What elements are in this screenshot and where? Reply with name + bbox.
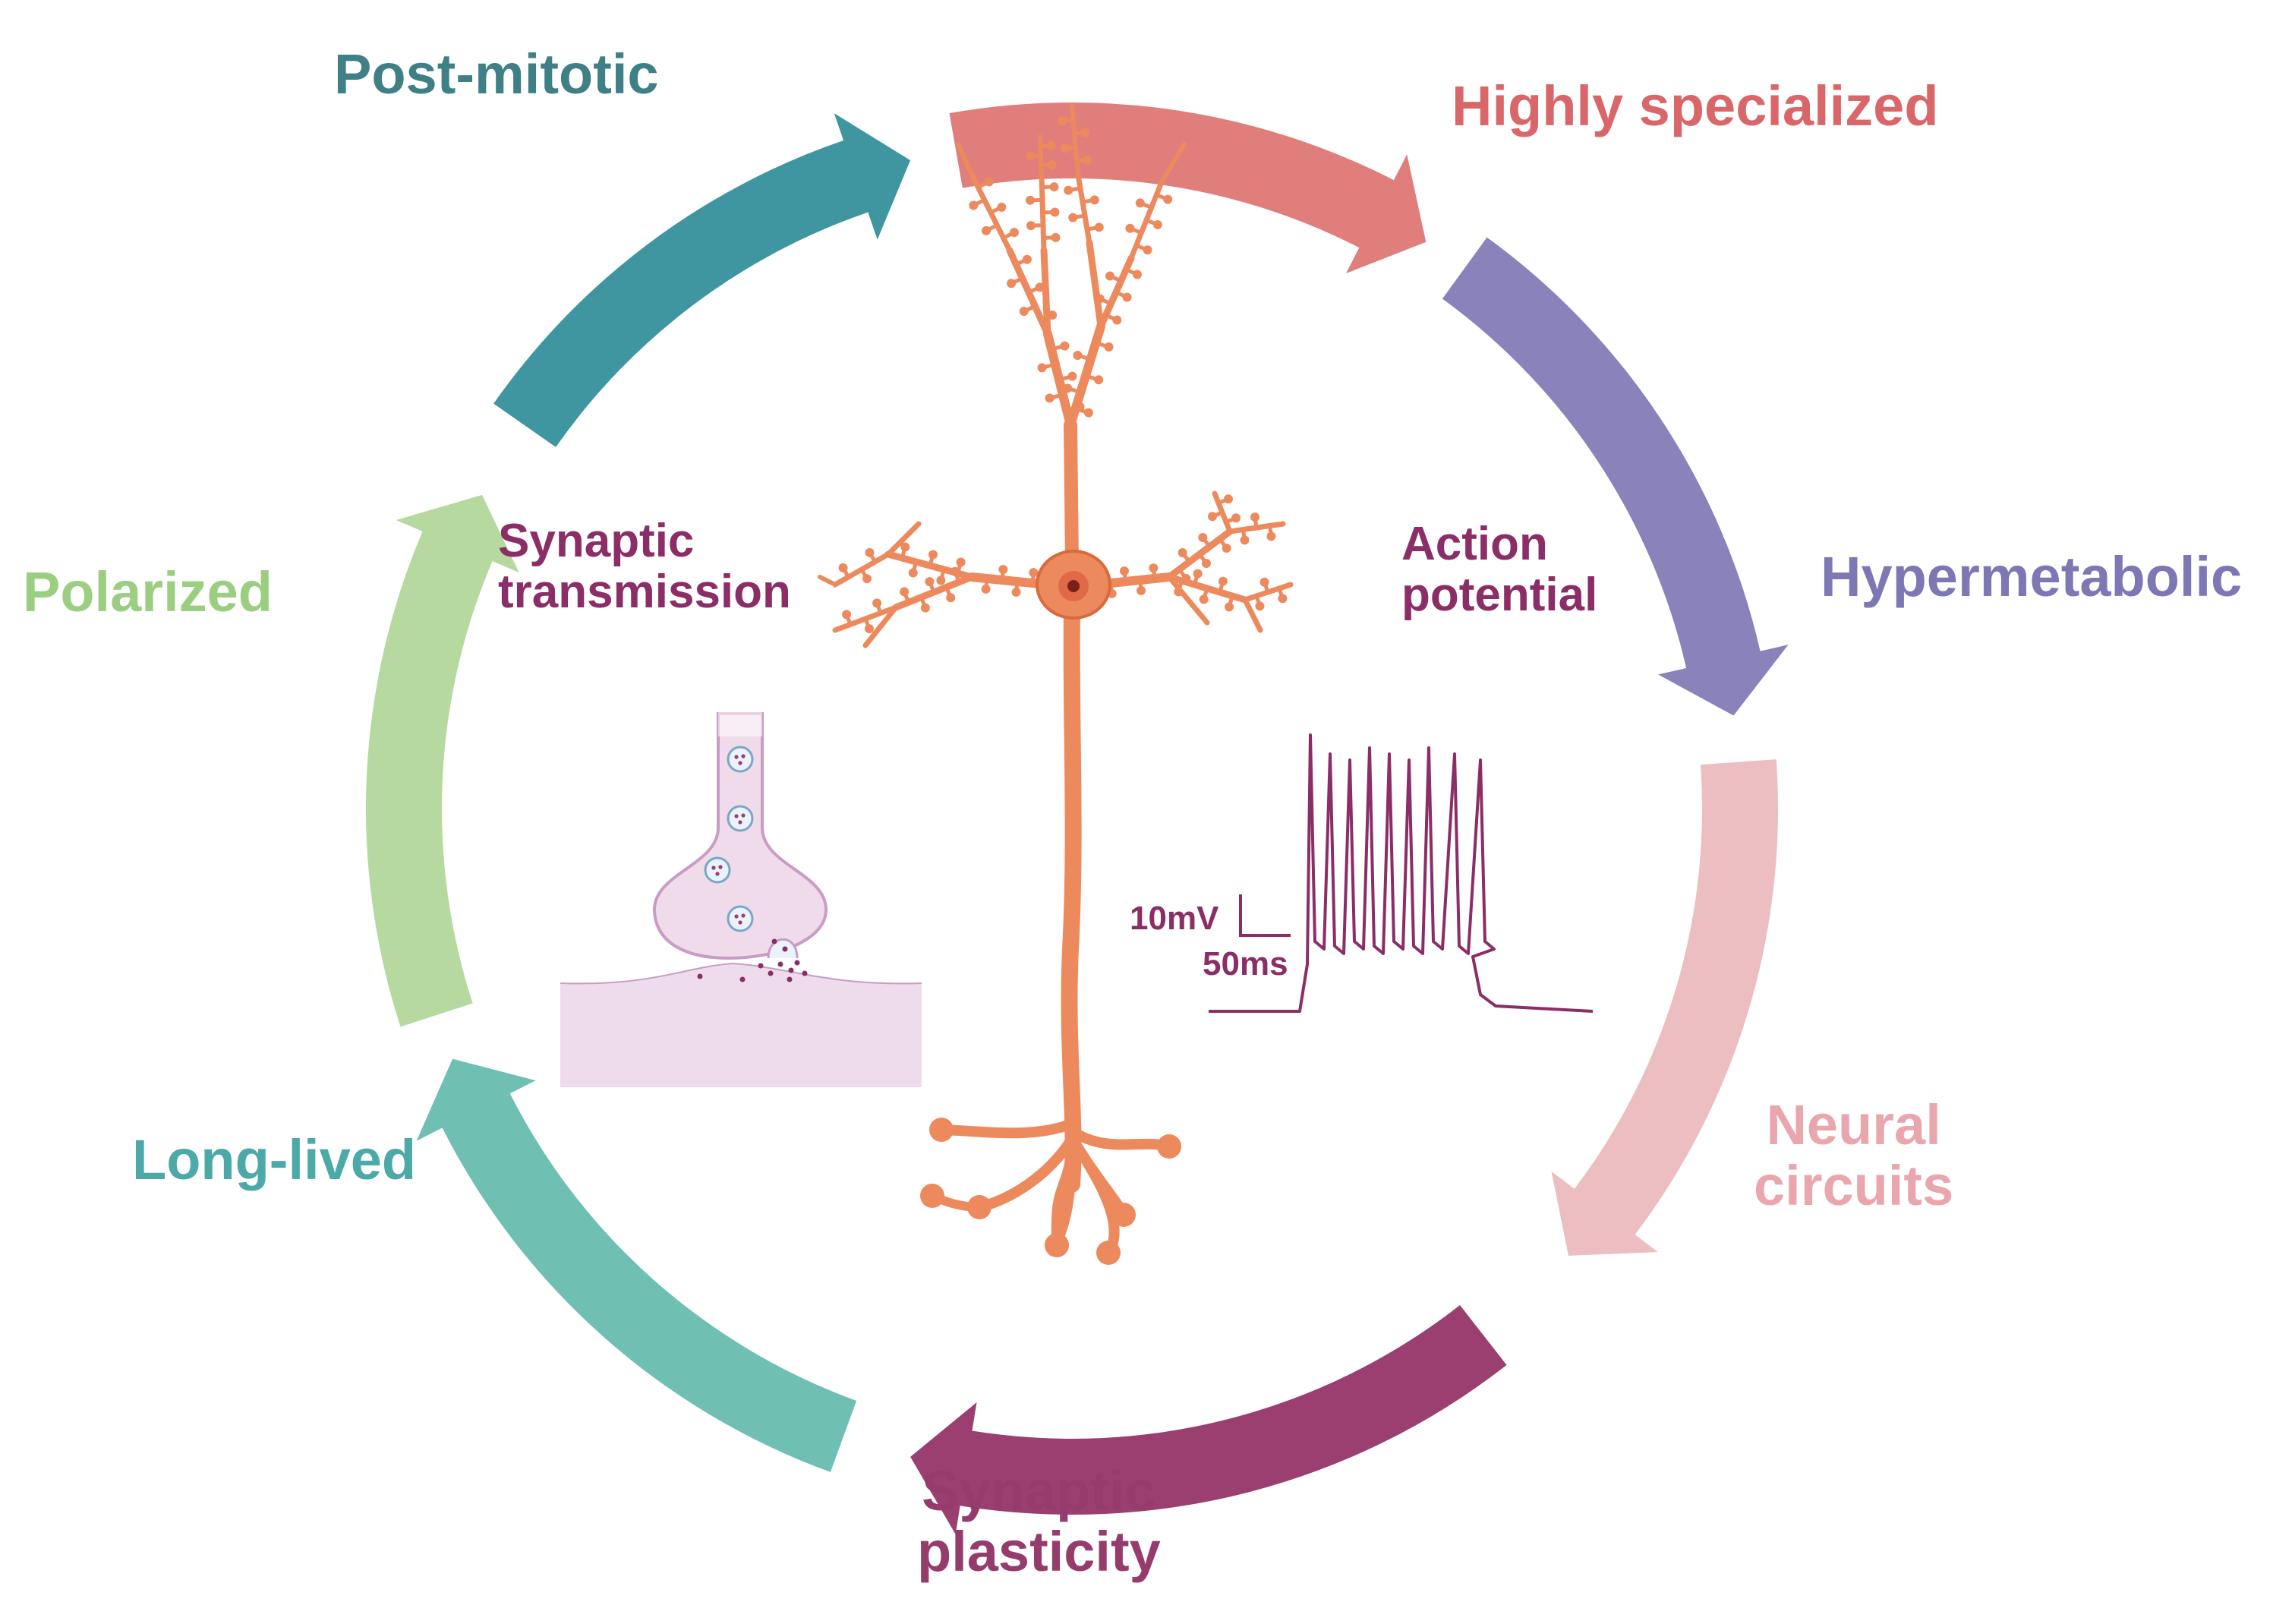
basal-dendrite-left-7 xyxy=(818,575,837,587)
label-polarized: Polarized xyxy=(23,560,273,623)
synaptic-vesicle xyxy=(727,746,754,773)
basal-dendrite-right-7 xyxy=(1166,574,1210,626)
basal-dendrite-left-0 xyxy=(967,572,1052,589)
label-synaptic-transmission-line1: Synaptic xyxy=(498,515,695,567)
neuron-icon xyxy=(818,104,1294,1265)
neurotransmitter xyxy=(802,970,808,976)
scale-bar xyxy=(1239,894,1291,937)
synaptic-vesicle xyxy=(727,905,754,932)
terminal-bouton xyxy=(929,1118,954,1142)
terminal-bouton xyxy=(1111,1203,1136,1227)
apical-dendrite-10 xyxy=(1075,172,1092,246)
cycle-arrow-hypermetabolic xyxy=(1442,237,1789,716)
spike-train xyxy=(1209,733,1594,1013)
cycle-arrow-neural-circuits xyxy=(1551,759,1779,1256)
neurotransmitter xyxy=(794,960,800,966)
axon-terminal-extra xyxy=(928,1191,984,1212)
label-synaptic-transmission-line2: transmission xyxy=(498,565,791,618)
label-hypermetabolic: Hypermetabolic xyxy=(1821,545,2243,608)
apical-dendrite-13 xyxy=(1159,142,1187,184)
label-neural-circuits-line2: circuits xyxy=(1754,1153,1954,1217)
scale-voltage-label: 10mV xyxy=(1130,900,1219,937)
apical-dendrite-14 xyxy=(956,142,974,177)
basal-dendrite-right-6 xyxy=(1242,597,1263,633)
label-neural-circuits: Neural circuits xyxy=(1754,1095,1953,1216)
label-neural-circuits-line1: Neural xyxy=(1766,1093,1941,1156)
neurotransmitter xyxy=(771,938,777,944)
neurotransmitter xyxy=(739,976,746,982)
label-synaptic-plasticity-line2: plasticity xyxy=(917,1519,1161,1583)
label-synaptic-plasticity-line1: Synaptic xyxy=(922,1459,1156,1522)
apical-dendrite-6 xyxy=(1086,239,1105,330)
neurotransmitter xyxy=(782,946,788,952)
presynaptic-terminal xyxy=(652,712,828,960)
neuron-axon xyxy=(1061,599,1082,1193)
neurotransmitter xyxy=(758,963,764,969)
cycle-arrow-synaptic-plasticity xyxy=(910,1305,1507,1534)
terminal-bouton xyxy=(1096,1241,1121,1265)
cycle-arrow-post-mitotic xyxy=(493,113,911,447)
label-action-potential-line2: potential xyxy=(1401,568,1598,621)
axon-terminal-0 xyxy=(936,1118,1077,1139)
label-long-lived: Long-lived xyxy=(132,1128,417,1191)
cycle-arrows xyxy=(366,102,1789,1534)
label-synaptic-plasticity: Synaptic plasticity xyxy=(917,1461,1161,1582)
basal-dendrite-left-4 xyxy=(885,521,922,557)
action-potential-trace xyxy=(1209,733,1594,1013)
label-action-potential: Action potential xyxy=(1401,519,1597,621)
cycle-arrow-polarized xyxy=(366,494,519,1027)
basal-dendrite-left-6 xyxy=(862,604,899,648)
axon-terminal-6 xyxy=(1067,1134,1120,1258)
neurotransmitter xyxy=(768,970,774,976)
cycle-arrow-long-lived xyxy=(416,1058,857,1472)
apical-dendrite-4 xyxy=(1040,247,1051,338)
terminal-bouton xyxy=(1045,1233,1069,1257)
label-action-potential-line1: Action xyxy=(1401,518,1548,570)
scale-time-label: 50ms xyxy=(1203,945,1288,982)
apical-dendrite-0 xyxy=(1064,418,1079,569)
terminal-bouton xyxy=(1157,1134,1181,1159)
neurotransmitter xyxy=(787,976,793,982)
neurotransmitter xyxy=(697,973,703,979)
axon-terminal-5 xyxy=(1067,1126,1174,1152)
apical-dendrite-12 xyxy=(1070,104,1080,177)
cycle-arrow-highly-specialized xyxy=(949,102,1427,274)
label-synaptic-transmission: Synaptic transmission xyxy=(498,516,791,618)
label-post-mitotic: Post-mitotic xyxy=(334,43,659,106)
label-highly-specialized: Highly specialized xyxy=(1452,74,1939,137)
neuron-nucleolus xyxy=(1067,580,1080,592)
synaptic-vesicle xyxy=(704,856,731,884)
synaptic-vesicle xyxy=(727,805,754,832)
neurotransmitter xyxy=(788,967,794,973)
synapse-icon xyxy=(560,706,922,1087)
neurotransmitter xyxy=(777,961,783,967)
